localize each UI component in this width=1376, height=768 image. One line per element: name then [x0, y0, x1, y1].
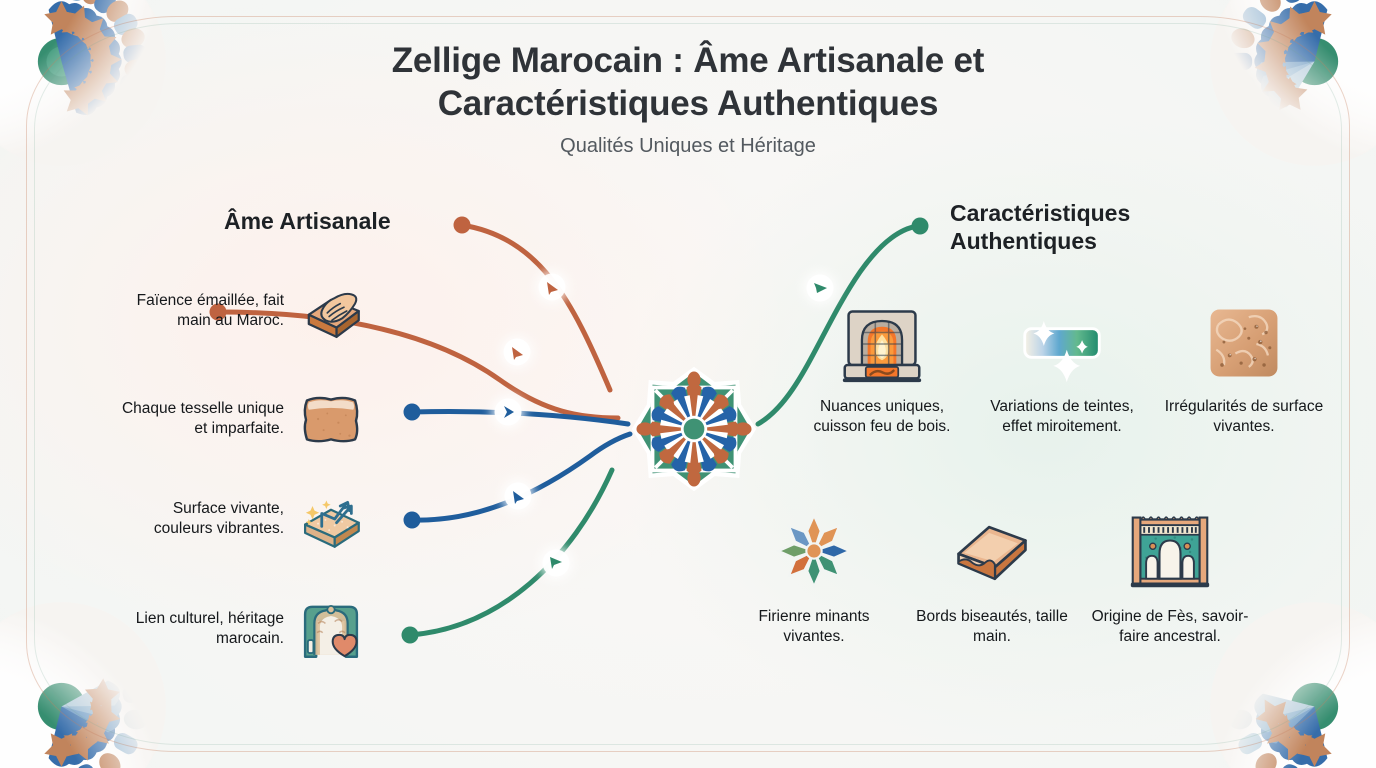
arrow-badge-right-1	[803, 271, 837, 305]
connector-dot-right-1	[911, 217, 929, 235]
list-item-left-2: Surface vivante, couleurs vibrantes.	[112, 482, 368, 556]
arrow-badge-left-4	[501, 479, 535, 513]
eight-point-star-rosette-icon	[776, 513, 852, 589]
zellige-corner-top-right-icon	[1210, 0, 1376, 166]
list-item-right-3: Firienre minants vivantes.	[730, 508, 898, 648]
arrow-badge-left-5	[539, 546, 573, 580]
list-item-left-0: Faïence émaillée, fait main au Maroc.	[112, 274, 368, 348]
connector-left-2	[215, 309, 621, 421]
right-label-5: Origine de Fès, savoir-faire ancestral.	[1091, 608, 1249, 646]
list-item-right-4: Bords biseautés, taille main.	[908, 508, 1076, 648]
beveled-tile-icon	[957, 525, 1027, 581]
connector-dot-left-3	[403, 403, 421, 421]
left-label-3: Lien culturel, héritage marocain.	[135, 609, 284, 647]
connector-left-4	[409, 431, 633, 523]
left-label-0: Faïence émaillée, fait main au Maroc.	[136, 291, 284, 329]
list-item-right-5: Origine de Fès, savoir-faire ancestral.	[1086, 508, 1254, 648]
moorish-arch-heart-icon	[303, 604, 359, 658]
right-label-1: Variations de teintes, effet miroitement…	[990, 398, 1134, 436]
list-item-left-3: Lien culturel, héritage marocain.	[112, 592, 368, 666]
page-title: Zellige Marocain : Âme Artisanale et Car…	[391, 41, 985, 123]
wood-fire-kiln-icon	[842, 310, 922, 383]
hand-glazing-tile-icon	[307, 292, 360, 339]
connector-dot-left-4	[403, 511, 421, 529]
connector-left-1	[459, 222, 613, 393]
connector-left-5	[407, 467, 615, 638]
zellige-corner-top-left-icon	[0, 0, 166, 166]
right-label-4: Bords biseautés, taille main.	[916, 608, 1068, 646]
arrow-badge-left-1	[535, 270, 569, 304]
fes-gate-arch-icon	[1130, 516, 1210, 588]
connector-dot-left-5	[401, 626, 419, 644]
zellige-rosette-icon	[631, 366, 757, 492]
sparkling-surface-icon	[303, 500, 360, 548]
page-subtitle: Qualités Uniques et Héritage	[560, 135, 816, 158]
connector-dot-left-2	[209, 303, 227, 321]
header: Zellige Marocain : Âme Artisanale et Car…	[0, 40, 1376, 158]
shimmer-gradient-bar-icon	[1023, 321, 1101, 383]
connector-dot-left-1	[453, 216, 471, 234]
zellige-corner-bottom-right-icon	[1210, 602, 1376, 768]
left-label-2: Surface vivante, couleurs vibrantes.	[153, 499, 284, 537]
arrow-badge-left-2	[500, 335, 534, 369]
arrow-badge-left-3	[491, 395, 525, 429]
list-item-left-1: Chaque tesselle unique et imparfaite.	[112, 382, 368, 456]
connector-right-1	[755, 223, 921, 427]
left-label-1: Chaque tesselle unique et imparfaite.	[121, 399, 284, 437]
list-item-right-0: Nuances uniques, cuisson feu de bois.	[798, 300, 966, 438]
right-label-2: Irrégularités de surface vivantes.	[1164, 398, 1324, 436]
branch-heading-left: Âme Artisanale	[224, 208, 391, 234]
zellige-corner-bottom-left-icon	[0, 602, 166, 768]
textured-tile-surface-icon	[1210, 309, 1278, 377]
list-item-right-1: Variations de teintes, effet miroitement…	[978, 300, 1146, 438]
list-item-right-2: Irrégularités de surface vivantes.	[1160, 300, 1328, 438]
irregular-tile-icon	[303, 396, 359, 443]
right-label-0: Nuances uniques, cuisson feu de bois.	[813, 398, 951, 436]
right-label-3: Firienre minants vivantes.	[758, 608, 870, 646]
